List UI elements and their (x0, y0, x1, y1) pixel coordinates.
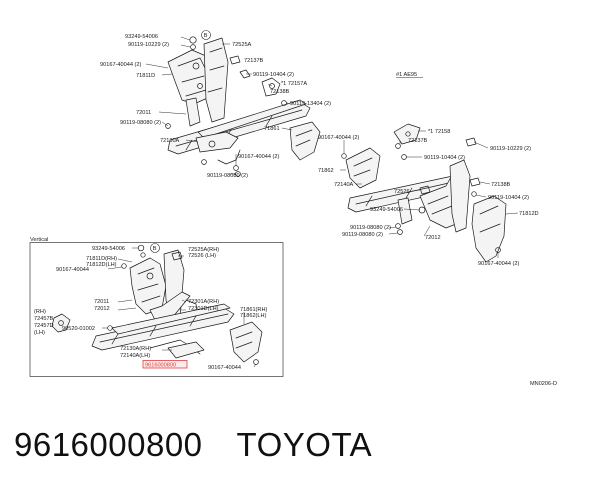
part-label: 72012 (425, 235, 441, 241)
part-label: 72130A (160, 138, 180, 144)
part-label: 90167-40044 (2) (238, 154, 280, 160)
part-label: 72011 (94, 299, 109, 305)
inset-washer-part (51, 313, 71, 333)
part-label: 90520-01002 (62, 326, 95, 332)
part-label: 90119-10229 (2) (490, 146, 531, 152)
right-seat-adjuster-assembly (341, 123, 507, 263)
front-cover-part (289, 121, 321, 161)
part-label: 90119-08080 (2) (120, 120, 161, 126)
part-label: 71861 (264, 126, 280, 132)
part-label: 90119-08080 (2) (350, 225, 391, 231)
part-label: 72012 (94, 306, 110, 312)
part-label: 71862 (318, 168, 334, 174)
part-label: 90167-40044 (2) (478, 261, 520, 267)
seat-track-parts-diagram: B 93249-54006 90119-10229 (2) 90167-4004… (29, 30, 557, 387)
reference-code: MN0206-D (530, 381, 557, 387)
part-label: 90119-08080 (2) (342, 232, 383, 238)
callout-circle (201, 30, 211, 40)
inset-callout-circle (150, 243, 160, 253)
part-label: 72137B (244, 58, 264, 64)
inset-hinge-bracket-part (129, 257, 167, 315)
right-leader-lines (340, 130, 519, 258)
inset-callout-letter: B (153, 246, 157, 252)
part-label: *1 72157A (281, 81, 307, 87)
part-label: 71861(RH) (240, 307, 267, 313)
part-label: 90167-40044 (56, 267, 89, 273)
part-label: 72457D (34, 323, 54, 329)
upper-leader-lines (145, 36, 293, 175)
upper-seat-adjuster-assembly (165, 36, 321, 177)
part-label: 90167-40044 (208, 365, 241, 371)
right-part-labels: 90167-40044 (2) *1 72158 72137B 90119-10… (318, 129, 539, 267)
caption-part-number: 9616000800 (14, 426, 203, 463)
lower-rail-part (197, 99, 307, 139)
inset-title: Vertical (30, 237, 48, 243)
caption-brand: TOYOTA (236, 426, 373, 463)
part-label: 71812D (519, 211, 539, 217)
part-label: 93249-54006 (125, 34, 158, 40)
recliner-cover-part (203, 37, 229, 123)
inset-slide-lever-part (167, 341, 205, 359)
part-label: 90119-10404 (2) (253, 72, 294, 78)
upper-part-labels: 93249-54006 90119-10229 (2) 90167-40044 … (100, 34, 417, 179)
part-label: 72130A(RH) (120, 346, 151, 352)
callout-letter: B (204, 33, 208, 39)
part-label: 90119-08080 (2) (207, 173, 248, 179)
inset-leader-lines (102, 247, 257, 368)
part-label: 72525A (232, 42, 252, 48)
part-label: *1 72158 (428, 129, 450, 135)
right-recliner-part (449, 159, 471, 233)
highlight-box (142, 360, 188, 369)
model-note: #1 AE95 (396, 72, 417, 78)
part-label: 90167-40044 (2) (100, 62, 142, 68)
rear-cover-part (471, 195, 507, 263)
part-label: (LH) (34, 330, 45, 336)
part-label: 93249-54006 (370, 207, 403, 213)
part-label: 90119-13404 (2) (290, 101, 331, 107)
inset-seat-adjuster-assembly (51, 244, 263, 365)
part-label: 71811D(RH) (86, 256, 117, 262)
part-label: 72137B (408, 138, 428, 144)
part-label: 93249-54006 (92, 246, 125, 252)
inset-frame (29, 242, 284, 377)
part-label: 72140A(LH) (120, 353, 150, 359)
part-label: 90119-10229 (2) (128, 42, 169, 48)
right-lift-link-part (397, 197, 413, 225)
lift-arm-part (185, 97, 201, 127)
part-label: (RH) (34, 309, 46, 315)
part-label: 72525A(RH) (188, 247, 219, 253)
part-label: 72526 (394, 189, 410, 195)
part-label: 71812D(LH) (86, 262, 117, 268)
slide-lever-part (195, 131, 239, 153)
inset-front-cover-part (229, 321, 263, 363)
part-label: 72301A(RH) (188, 299, 219, 305)
part-label: 72140A (334, 182, 354, 188)
caption: 9616000800 TOYOTA (14, 426, 372, 464)
part-label: 71862(LH) (240, 313, 267, 319)
part-label: 72138B (270, 89, 290, 95)
inset-part-labels: 93249-54006 72525A(RH) 72526 (LH) 71811D… (34, 246, 267, 371)
part-label: 72457B (34, 316, 54, 322)
part-label: 72526 (LH) (188, 253, 216, 259)
part-label: 72301D(LH) (188, 306, 219, 312)
part-label: 90119-10404 (2) (488, 195, 529, 201)
part-label: 71811D (136, 73, 155, 79)
part-label: 90167-40044 (2) (318, 135, 360, 141)
upper-bracket-part (393, 123, 421, 145)
part-label: 72011 (136, 110, 151, 116)
part-label: 90119-10404 (2) (424, 155, 465, 161)
inset-lower-rail-part (111, 303, 231, 335)
part-label: 72138B (491, 182, 511, 188)
highlighted-part-number: 9616000800 (145, 363, 176, 369)
